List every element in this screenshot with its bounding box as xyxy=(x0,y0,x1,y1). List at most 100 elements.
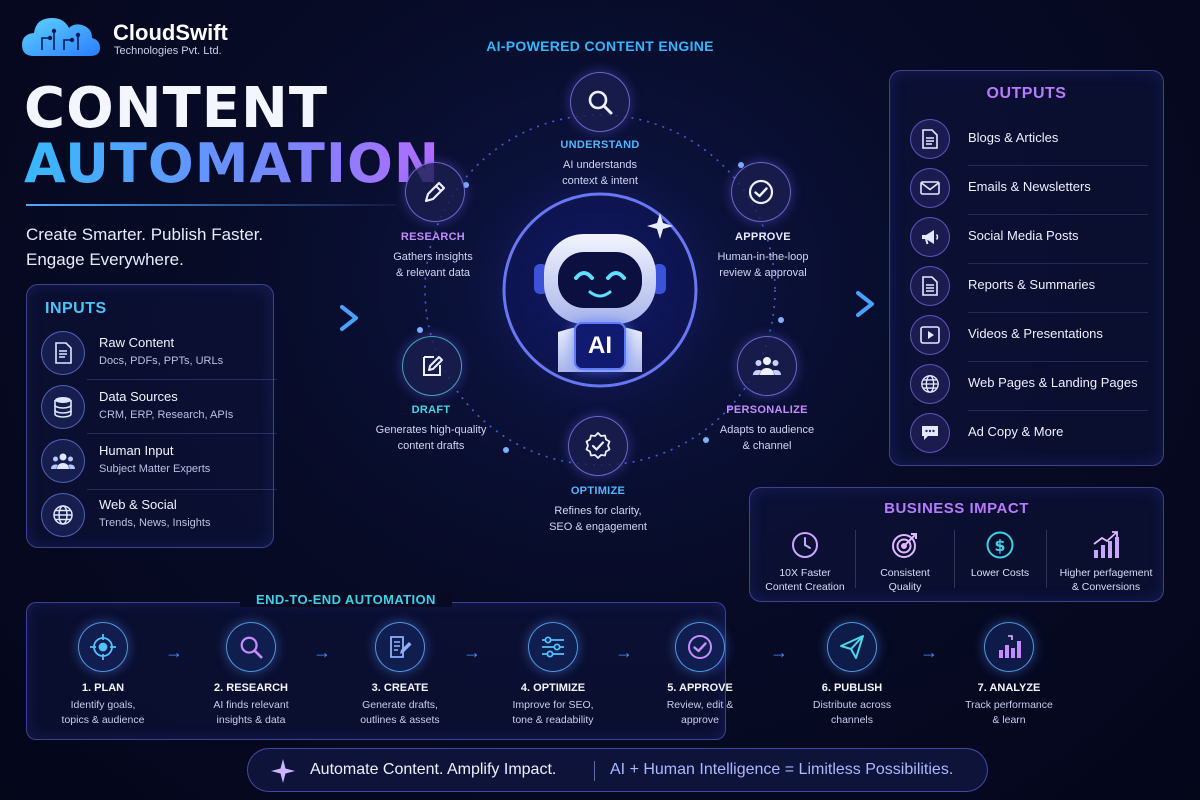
arrow-right-icon: → xyxy=(615,642,633,662)
node-desc: AI understands context & intent xyxy=(525,157,675,189)
input-item-human-input: Human Input Subject Matter Experts xyxy=(41,437,267,489)
step-title: 3. CREATE xyxy=(371,682,429,694)
divider xyxy=(954,530,955,588)
engine-title: AI-POWERED CONTENT ENGINE xyxy=(486,38,714,54)
step-title: 4. OPTIMIZE xyxy=(520,682,586,694)
divider xyxy=(87,379,277,380)
step-desc-line: Identify goals, xyxy=(70,699,136,711)
output-item-web-pages: Web Pages & Landing Pages xyxy=(908,362,1153,408)
node-title: UNDERSTAND xyxy=(560,139,640,151)
report-icon xyxy=(910,266,950,306)
flow-arrow-icon xyxy=(296,305,358,331)
video-icon xyxy=(910,315,950,355)
output-item-label: Ad Copy & More xyxy=(968,424,1064,439)
outputs-panel: OUTPUTS Blogs & Articles Emails & Newsle… xyxy=(889,70,1164,466)
step-desc-line: Track performance xyxy=(965,699,1053,711)
node-understand xyxy=(570,72,630,132)
node-draft xyxy=(402,336,462,396)
arrow-right-icon: → xyxy=(463,642,481,662)
input-item-desc: Trends, News, Insights xyxy=(99,517,211,529)
bar-chart-icon xyxy=(984,622,1034,672)
node-personalize xyxy=(737,336,797,396)
impact-item: $ Lower Costs xyxy=(951,528,1049,596)
impact-title: BUSINESS IMPACT xyxy=(884,500,1029,517)
arrow-right-icon: → xyxy=(770,642,788,662)
divider xyxy=(968,312,1148,313)
people-icon xyxy=(41,439,85,483)
step-desc: Identify goals,topics & audience xyxy=(33,698,173,728)
step-desc: Improve for SEO, tone & readability xyxy=(483,698,623,728)
node-title: OPTIMIZE xyxy=(570,485,626,497)
impact-label-line: Higher perfagement xyxy=(1059,567,1153,579)
step-desc-line: Improve for SEO, xyxy=(512,699,594,711)
divider xyxy=(968,214,1148,215)
node-desc-line: review & approval xyxy=(719,267,807,279)
banner-text-secondary: AI + Human Intelligence = Limitless Poss… xyxy=(610,761,954,778)
step-desc: Generate drafts,outlines & assets xyxy=(330,698,470,728)
node-research-label: RESEARCH Gathers insights& relevant data xyxy=(358,231,508,281)
node-desc: Refines for clarity,SEO & engagement xyxy=(523,503,673,535)
input-item-title: Raw Content xyxy=(99,335,175,350)
node-personalize-label: PERSONALIZE Adapts to audience& channel xyxy=(692,404,842,454)
node-desc-line: Adapts to audience xyxy=(719,424,815,436)
email-icon xyxy=(910,168,950,208)
divider xyxy=(855,530,856,588)
ai-badge-label: AI xyxy=(588,332,612,359)
arrow-right-icon: → xyxy=(313,642,331,662)
target-icon xyxy=(888,528,922,562)
output-item-label: Videos & Presentations xyxy=(968,326,1103,341)
hero-title-line-2: AUTOMATION xyxy=(24,132,441,195)
divider xyxy=(968,410,1148,411)
node-desc: Gathers insights& relevant data xyxy=(358,249,508,281)
step-desc-line: tone & readability xyxy=(512,714,594,726)
outputs-title: OUTPUTS xyxy=(986,85,1067,102)
node-optimize-label: OPTIMIZE Refines for clarity,SEO & engag… xyxy=(523,485,673,535)
node-desc-line: AI understands xyxy=(563,159,637,171)
output-item-reports: Reports & Summaries xyxy=(908,264,1153,310)
hero-title-line-1: CONTENT xyxy=(24,76,329,141)
article-icon xyxy=(910,119,950,159)
globe-icon xyxy=(41,493,85,537)
sparkle-icon xyxy=(271,759,295,783)
banner-text-primary: Automate Content. Amplify Impact. xyxy=(310,761,557,778)
edit-document-icon xyxy=(375,622,425,672)
divider xyxy=(968,263,1148,264)
search-icon xyxy=(226,622,276,672)
divider xyxy=(1046,530,1047,588)
node-desc-line: context & intent xyxy=(562,175,638,187)
step-desc: Review, edit &approve xyxy=(630,698,770,728)
node-desc-line: Refines for clarity, xyxy=(554,505,642,517)
divider xyxy=(968,165,1148,166)
node-understand-label: UNDERSTAND AI understands context & inten… xyxy=(525,139,675,189)
input-item-desc: Docs, PDFs, PPTs, URLs xyxy=(99,355,224,367)
impact-label-line: Lower Costs xyxy=(970,567,1030,579)
input-item-title: Web & Social xyxy=(99,497,177,512)
arrow-right-icon: → xyxy=(165,642,183,662)
divider xyxy=(968,361,1148,362)
automation-step-optimize: 4. OPTIMIZE Improve for SEO, tone & reada… xyxy=(483,622,623,734)
node-desc-line: Human-in-the-loop xyxy=(717,251,809,263)
database-icon xyxy=(41,385,85,429)
output-item-social: Social Media Posts xyxy=(908,215,1153,261)
output-item-label: Social Media Posts xyxy=(968,228,1079,243)
step-desc-line: Distribute across xyxy=(812,699,892,711)
output-item-blogs: Blogs & Articles xyxy=(908,117,1153,163)
automation-step-plan: 1. PLAN Identify goals,topics & audience xyxy=(33,622,173,734)
badge-check-icon xyxy=(585,432,611,459)
send-icon xyxy=(827,622,877,672)
clock-icon xyxy=(788,528,822,562)
impact-label-line: Consistent xyxy=(880,567,930,579)
divider xyxy=(594,761,595,781)
inputs-title: INPUTS xyxy=(45,300,107,317)
sliders-icon xyxy=(528,622,578,672)
node-desc-line: & relevant data xyxy=(396,267,470,279)
input-item-title: Human Input xyxy=(99,443,174,458)
cloud-logo-icon xyxy=(22,18,100,56)
